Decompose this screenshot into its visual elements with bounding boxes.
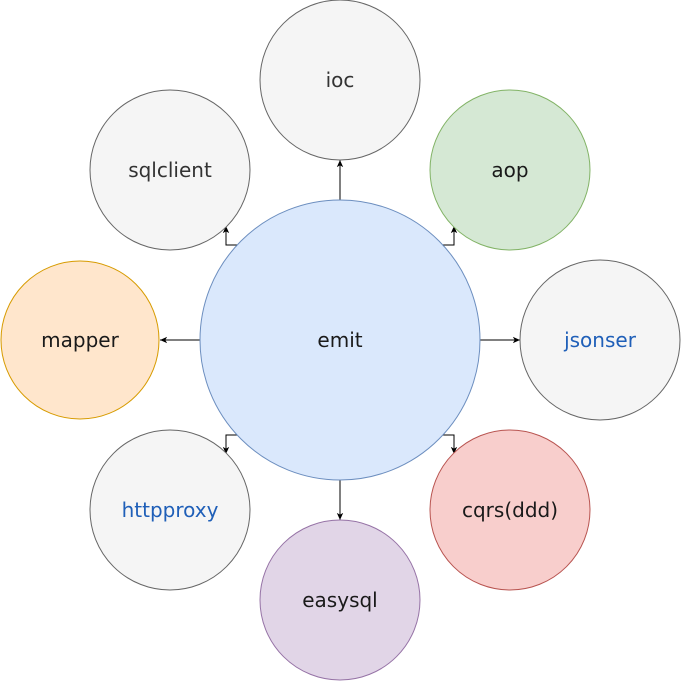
node-sqlclient-label: sqlclient (128, 158, 212, 182)
node-sqlclient[interactable]: sqlclient (89, 89, 251, 251)
node-ioc[interactable]: ioc (259, 0, 421, 161)
node-mapper-label: mapper (41, 328, 119, 352)
node-jsonser-circle (519, 259, 681, 421)
node-ioc-label: ioc (326, 68, 355, 92)
node-jsonser[interactable]: jsonser (519, 259, 681, 421)
edge-emit-aop (440, 226, 458, 246)
node-easysql[interactable]: easysql (259, 519, 421, 681)
node-httpproxy-circle (89, 429, 251, 591)
node-easysql-circle (259, 519, 421, 681)
node-cqrs[interactable]: cqrs(ddd) (429, 429, 591, 591)
node-aop-circle (429, 89, 591, 251)
edge-emit-cqrs (440, 434, 458, 454)
node-ioc-circle (259, 0, 421, 161)
node-emit-circle (199, 199, 481, 481)
edge-emit-httpproxy (222, 434, 240, 454)
node-httpproxy[interactable]: httpproxy (89, 429, 251, 591)
node-cqrs-circle (429, 429, 591, 591)
node-jsonser-label: jsonser (563, 328, 637, 352)
edge-emit-sqlclient (222, 226, 240, 246)
node-sqlclient-circle (89, 89, 251, 251)
node-aop[interactable]: aop (429, 89, 591, 251)
node-easysql-label: easysql (302, 588, 378, 612)
node-cqrs-label: cqrs(ddd) (462, 498, 558, 522)
node-emit-label: emit (317, 328, 362, 352)
node-mapper-circle (0, 260, 160, 420)
edges (160, 160, 520, 520)
node-mapper[interactable]: mapper (0, 260, 160, 420)
node-httpproxy-label: httpproxy (122, 498, 219, 522)
node-emit[interactable]: emit (199, 199, 481, 481)
node-aop-label: aop (491, 158, 528, 182)
